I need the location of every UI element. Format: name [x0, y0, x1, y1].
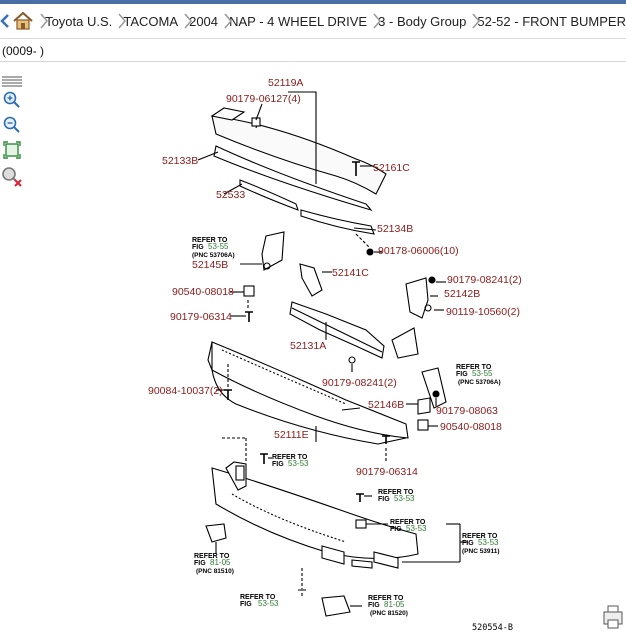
svg-text:53-53: 53-53: [478, 538, 499, 547]
part-label-52141C[interactable]: 52141C: [332, 267, 369, 279]
part-label-90540-08018-left[interactable]: 90540-08018: [172, 286, 234, 298]
part-label-90179-08241-lower[interactable]: 90179-08241(2): [322, 377, 397, 389]
breadcrumb: Toyota U.S. TACOMA 2004 NAP - 4 WHEEL DR…: [0, 4, 626, 38]
svg-text:REFER TO: REFER TO: [462, 533, 498, 540]
part-label-52134B[interactable]: 52134B: [377, 223, 413, 235]
svg-text:FIG: FIG: [378, 496, 390, 503]
svg-text:(PNC 81510): (PNC 81510): [196, 568, 234, 575]
svg-text:53-53: 53-53: [394, 494, 415, 503]
svg-text:81-05: 81-05: [384, 600, 405, 609]
breadcrumb-item-year[interactable]: 2004: [189, 13, 219, 29]
window-top-strip: [0, 0, 626, 4]
chevron-right-icon: [38, 4, 48, 38]
svg-text:FIG: FIG: [192, 244, 204, 251]
svg-text:81-05: 81-05: [210, 558, 231, 567]
part-label-52533[interactable]: 52533: [216, 189, 245, 201]
breadcrumb-item-section[interactable]: 52-52 - FRONT BUMPER: [477, 13, 626, 29]
svg-text:REFER TO: REFER TO: [272, 454, 308, 461]
refer-block-53-53-d[interactable]: REFER TO FIG 53-53: [240, 594, 279, 608]
fit-window-icon[interactable]: [0, 139, 24, 161]
svg-text:53-55: 53-55: [208, 242, 229, 251]
menu-icon[interactable]: [0, 70, 24, 92]
svg-text:REFER TO: REFER TO: [194, 553, 230, 560]
part-label-90179-08063[interactable]: 90179-08063: [436, 405, 498, 417]
svg-text:(PNC 81520): (PNC 81520): [370, 610, 408, 617]
zoom-in-icon[interactable]: [0, 89, 24, 111]
part-label-90179-06127[interactable]: 90179-06127(4): [226, 93, 301, 105]
svg-text:FIG: FIG: [240, 601, 252, 608]
svg-text:REFER TO: REFER TO: [390, 519, 426, 526]
part-label-52146B[interactable]: 52146B: [368, 399, 404, 411]
reset-zoom-icon[interactable]: [0, 166, 24, 188]
svg-text:REFER TO: REFER TO: [456, 364, 492, 371]
svg-text:FIG: FIG: [194, 560, 206, 567]
zoom-out-icon[interactable]: [0, 114, 24, 136]
svg-text:FIG: FIG: [272, 461, 284, 468]
part-label-90084-10037[interactable]: 90084-10037(2): [148, 385, 223, 397]
svg-text:FIG: FIG: [368, 602, 380, 609]
svg-text:53-53: 53-53: [258, 599, 279, 608]
refer-block-81510[interactable]: REFER TO FIG 81-05 (PNC 81510): [194, 553, 234, 575]
chevron-right-icon: [182, 4, 193, 38]
part-label-52133B[interactable]: 52133B: [162, 155, 198, 167]
svg-text:(PNC 53706A): (PNC 53706A): [458, 379, 501, 386]
part-label-90179-08241-upper[interactable]: 90179-08241(2): [447, 274, 522, 286]
part-label-52131A[interactable]: 52131A: [290, 340, 326, 352]
svg-text:53-53: 53-53: [406, 524, 427, 533]
diagram-code: 520554-B: [472, 623, 513, 633]
svg-text:FIG: FIG: [462, 540, 474, 547]
refer-block-53706A-right[interactable]: REFER TO FIG 53-55 (PNC 53706A): [456, 364, 501, 386]
svg-text:FIG: FIG: [390, 526, 402, 533]
part-label-90179-06314-lower[interactable]: 90179-06314: [356, 466, 418, 478]
part-label-90179-06314-left[interactable]: 90179-06314: [170, 311, 232, 323]
breadcrumb-item-make[interactable]: Toyota U.S.: [45, 13, 113, 29]
breadcrumb-item-group[interactable]: 3 - Body Group: [378, 13, 467, 29]
refer-block-53706A-left[interactable]: REFER TO FIG 53-55 (PNC 53706A): [192, 237, 235, 259]
refer-block-81520[interactable]: REFER TO FIG 81-05 (PNC 81520): [368, 595, 408, 617]
svg-text:REFER TO: REFER TO: [192, 237, 228, 244]
part-label-90540-08018-right[interactable]: 90540-08018: [440, 421, 502, 433]
refer-block-53-53-c[interactable]: REFER TO FIG 53-53: [390, 519, 427, 533]
svg-text:53-55: 53-55: [472, 369, 493, 378]
diagram-toolbar: [0, 66, 26, 638]
refer-block-53911[interactable]: REFER TO FIG 53-53 (PNC 53911): [462, 533, 500, 555]
svg-text:FIG: FIG: [456, 371, 468, 378]
home-icon[interactable]: [12, 10, 34, 32]
part-label-52111E[interactable]: 52111E: [274, 429, 309, 441]
back-arrow-icon[interactable]: [0, 4, 10, 38]
part-label-52161C[interactable]: 52161C: [373, 162, 410, 174]
part-label-52145B[interactable]: 52145B: [192, 259, 228, 271]
svg-text:REFER TO: REFER TO: [368, 595, 404, 602]
chevron-right-icon: [222, 4, 233, 38]
chevron-right-icon: [470, 4, 481, 38]
parts-diagram: 52119A 90179-06127(4) 52133B 52161C 5253…: [148, 77, 623, 633]
svg-text:(PNC 53911): (PNC 53911): [462, 548, 500, 555]
svg-text:53-53: 53-53: [288, 459, 309, 468]
part-label-90119-10560[interactable]: 90119-10560(2): [446, 306, 520, 318]
refer-block-53-53-a[interactable]: REFER TO FIG 53-53: [272, 454, 309, 468]
part-label-52142B[interactable]: 52142B: [444, 288, 480, 300]
part-label-90178-06006[interactable]: 90178-06006(10): [378, 245, 459, 257]
svg-text:REFER TO: REFER TO: [240, 594, 276, 601]
chevron-right-icon: [116, 4, 127, 38]
production-range: (0009- ): [0, 38, 626, 62]
part-label-52119A[interactable]: 52119A: [268, 77, 303, 89]
breadcrumb-item-model[interactable]: TACOMA: [123, 13, 179, 29]
svg-text:REFER TO: REFER TO: [378, 489, 414, 496]
printer-icon[interactable]: [603, 605, 623, 629]
chevron-right-icon: [371, 4, 382, 38]
refer-block-53-53-b[interactable]: REFER TO FIG 53-53: [378, 489, 415, 503]
breadcrumb-item-drive[interactable]: NAP - 4 WHEEL DRIVE: [229, 13, 368, 29]
svg-text:(PNC 53706A): (PNC 53706A): [192, 252, 235, 259]
